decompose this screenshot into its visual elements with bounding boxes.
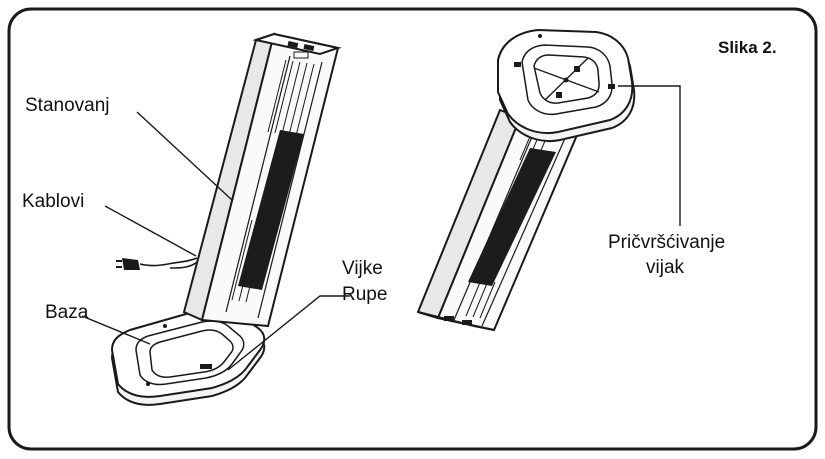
label-cables: Kablovi [22, 191, 84, 212]
label-fixing-screw-line2: vijak [646, 257, 685, 278]
cable-plug-left [116, 257, 198, 270]
housing-right [416, 108, 582, 332]
label-base: Baza [45, 302, 89, 323]
label-housing: Stanovanj [25, 95, 110, 116]
housing-left [182, 32, 342, 328]
base-right [497, 28, 636, 142]
leader-lines-left [81, 111, 350, 371]
label-fixing-screw-line1: Pričvršćivanje [608, 232, 725, 253]
label-screw-holes-line2: Rupe [342, 284, 387, 305]
figure-title: Slika 2. [718, 38, 777, 57]
label-screw-holes-line1: Vijke [342, 258, 383, 279]
base-left [110, 306, 266, 406]
leader-line-fixing-screw [618, 85, 681, 226]
